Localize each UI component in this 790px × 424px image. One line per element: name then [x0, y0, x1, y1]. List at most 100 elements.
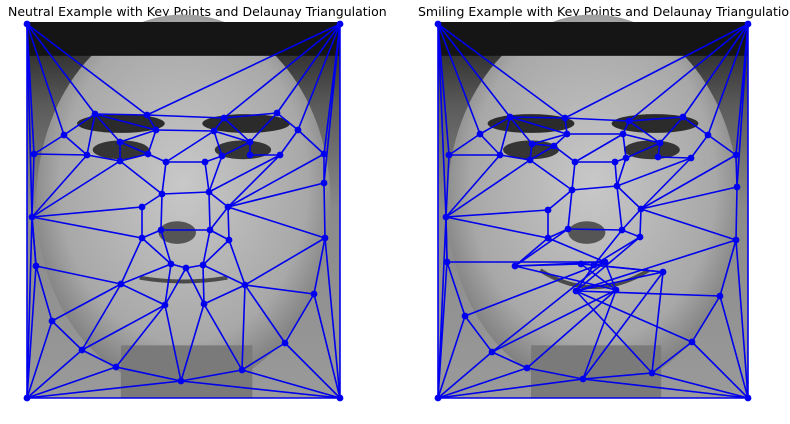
triangulation-edge — [437, 23, 511, 118]
triangulation-edge — [323, 23, 341, 184]
key-point — [688, 338, 696, 346]
triangulation-edge — [616, 157, 692, 187]
triangulation-edge — [180, 303, 205, 382]
triangulation-edge — [244, 284, 315, 295]
triangulation-edge — [526, 367, 584, 380]
key-point — [177, 377, 185, 385]
key-point — [496, 151, 504, 159]
triangulation-edge — [437, 315, 466, 399]
triangulation-edge — [160, 229, 172, 265]
triangulation-edge — [81, 283, 122, 351]
key-point — [744, 394, 752, 402]
key-point — [618, 226, 626, 234]
triangulation-edge — [26, 23, 96, 115]
triangulation-edge — [445, 159, 531, 218]
triangulation-edge — [164, 263, 172, 306]
triangulation-edge — [707, 134, 737, 156]
triangulation-edge — [571, 185, 618, 191]
triangulation-edge — [94, 113, 121, 143]
triangulation-edge — [208, 155, 223, 193]
mouth — [139, 275, 228, 284]
triangulation-edge — [616, 185, 642, 210]
triangulation-edge — [276, 112, 299, 131]
key-point — [443, 258, 451, 266]
face-photo — [27, 14, 340, 398]
triangulation-edge — [180, 369, 243, 382]
key-point — [30, 150, 38, 158]
triangulation-edge — [141, 237, 172, 265]
triangulation-edge — [682, 23, 749, 118]
triangulation-edge — [499, 116, 511, 156]
triangulation-edge — [622, 133, 661, 144]
triangulation-edge — [86, 113, 96, 156]
key-point — [550, 142, 558, 150]
delaunay-mesh — [434, 20, 752, 402]
key-point — [220, 114, 228, 122]
triangulation-edge — [120, 263, 172, 285]
key-point — [60, 131, 68, 139]
triangulation-edge — [571, 161, 576, 191]
key-point — [116, 157, 124, 165]
triangulation-edge — [651, 271, 664, 374]
neutral-face-image — [23, 14, 344, 402]
triangulation-edge — [448, 133, 481, 156]
key-point — [218, 152, 226, 160]
key-point — [637, 205, 645, 213]
triangulation-edge — [227, 206, 230, 241]
triangulation-edge — [33, 134, 65, 155]
triangulation-edge — [228, 239, 246, 286]
triangulation-edge — [437, 351, 493, 399]
triangulation-edge — [509, 116, 533, 145]
key-point — [201, 158, 209, 166]
triangulation-edge — [31, 160, 121, 218]
triangulation-edge — [227, 153, 325, 208]
key-point — [112, 363, 120, 371]
triangulation-edge — [509, 116, 566, 119]
face-skin — [447, 14, 739, 391]
key-point — [28, 213, 36, 221]
key-point — [434, 394, 442, 402]
key-point — [577, 260, 585, 268]
key-point — [461, 312, 469, 320]
smiling-panel: Smiling Example with Key Points and Dela… — [410, 0, 790, 424]
key-point — [625, 117, 633, 125]
neutral-panel: Neutral Example with Key Points and Dela… — [8, 4, 387, 402]
triangulation-edge — [514, 228, 569, 267]
triangulation-edge — [313, 237, 326, 295]
triangulation-edge — [445, 154, 501, 218]
triangulation-edge — [582, 289, 617, 380]
triangulation-edge — [707, 23, 749, 136]
key-point — [199, 261, 207, 269]
key-point — [523, 364, 531, 372]
triangulation-edge — [208, 154, 281, 193]
triangulation-edge — [582, 372, 653, 380]
key-point — [246, 151, 254, 159]
key-point — [144, 150, 152, 158]
triangulation-edge — [690, 134, 709, 159]
triangulation-edge — [26, 349, 83, 399]
triangulation-edge — [202, 264, 246, 286]
triangulation-edge — [593, 264, 664, 273]
key-point — [679, 113, 687, 121]
triangulation-edge — [621, 208, 642, 231]
key-point — [561, 114, 569, 122]
triangulation-edge — [582, 378, 749, 399]
triangulation-edge — [564, 23, 749, 119]
triangulation-edge — [491, 261, 606, 353]
triangulation-edge — [567, 228, 623, 231]
triangulation-edge — [445, 216, 448, 263]
key-point — [336, 394, 344, 402]
triangulation-edge — [227, 154, 281, 208]
triangulation-edge — [202, 264, 205, 305]
key-point — [612, 286, 620, 294]
triangulation-edge — [628, 116, 684, 122]
key-point — [732, 151, 740, 159]
triangulation-edge — [616, 157, 627, 187]
triangulation-edge — [437, 23, 566, 119]
key-point — [23, 20, 31, 28]
key-point — [648, 369, 656, 377]
triangulation-edge — [119, 153, 149, 162]
triangulation-edge — [437, 216, 447, 399]
triangulation-edge — [213, 130, 251, 143]
triangulation-edge — [479, 116, 511, 135]
